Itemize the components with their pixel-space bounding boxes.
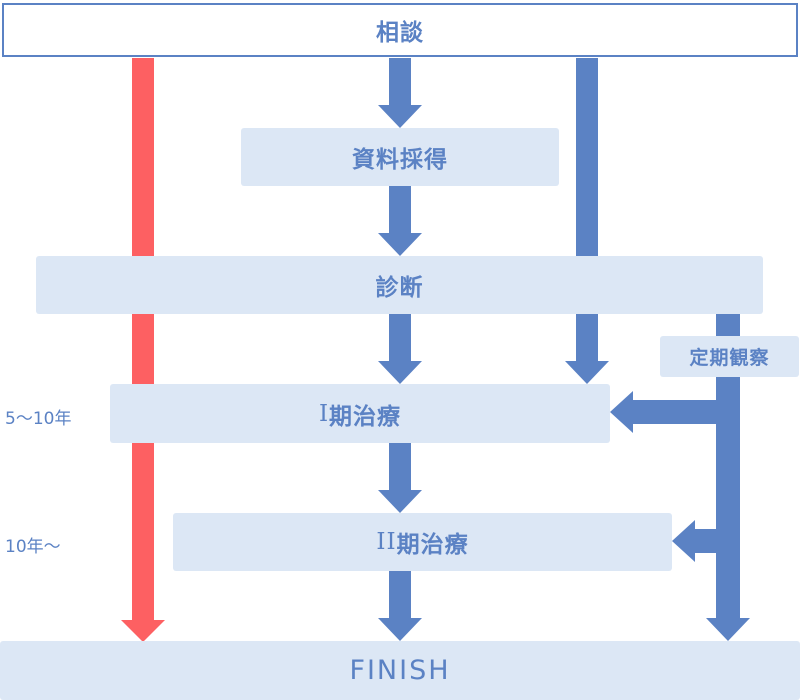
node-teiki-label: 定期観察 xyxy=(689,347,770,369)
node-soudan-label: 相談 xyxy=(376,20,424,46)
node-finish-label: FINISH xyxy=(349,655,451,686)
phase1-period-label: 5～10年 xyxy=(5,409,72,429)
arrow-shiryou-to-shindan xyxy=(378,186,422,256)
node-phase2-numeral: II xyxy=(376,529,397,555)
phase2-period-label: 10年～ xyxy=(5,537,61,557)
arrow-soudan-to-phase1 xyxy=(565,58,609,384)
arrow-phase1-to-phase2 xyxy=(378,443,422,513)
arrow-periodic-observation xyxy=(610,314,750,641)
node-finish: FINISH xyxy=(0,641,800,700)
node-shindan: 診断 xyxy=(36,256,763,314)
arrow-shindan-to-phase1 xyxy=(378,314,422,384)
arrow-phase2-to-finish xyxy=(378,571,422,641)
node-phase2-label: 期治療 xyxy=(396,532,469,558)
arrow-soudan-to-shiryou xyxy=(378,58,422,128)
node-soudan: 相談 xyxy=(2,3,798,57)
node-teiki: 定期観察 xyxy=(660,336,799,377)
node-shiryou: 資料採得 xyxy=(241,128,559,186)
node-shiryou-label: 資料採得 xyxy=(352,147,448,173)
node-phase1-label: 期治療 xyxy=(329,403,402,430)
node-shindan-label: 診断 xyxy=(375,275,424,301)
node-phase1-numeral: I xyxy=(318,400,330,427)
arrow-soudan-to-finish xyxy=(121,58,165,642)
